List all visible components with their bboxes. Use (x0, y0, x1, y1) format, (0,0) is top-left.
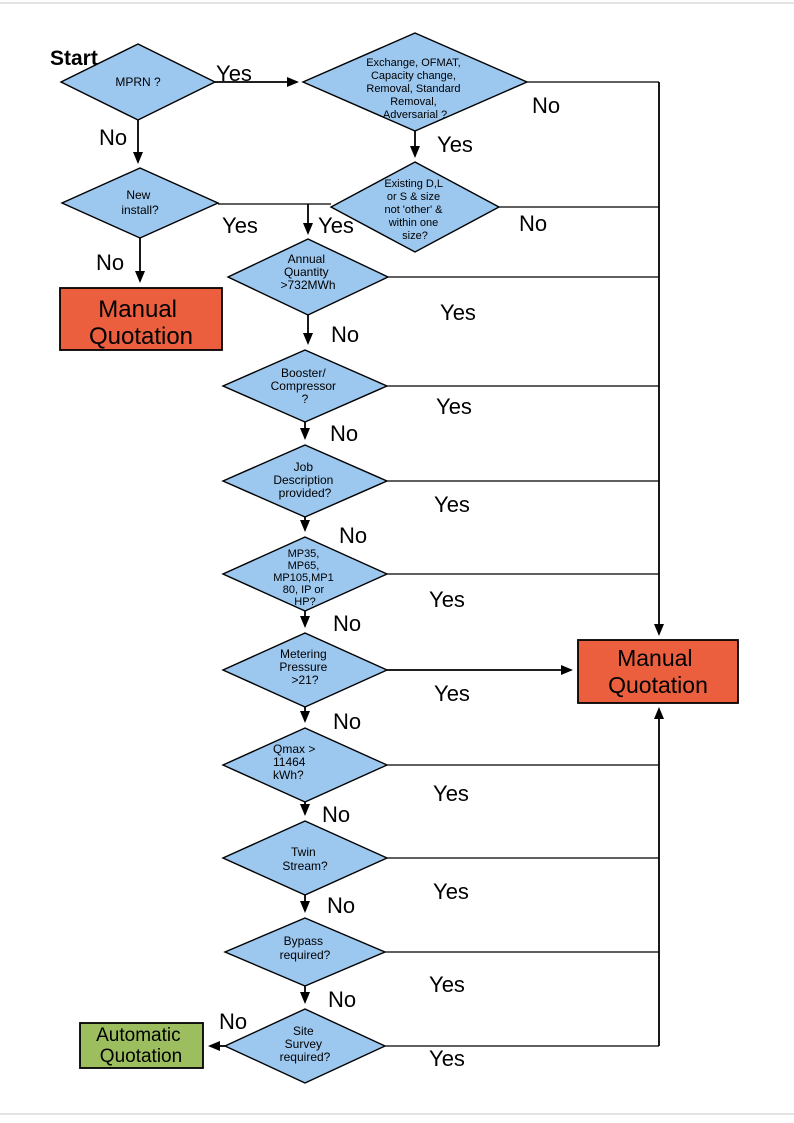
decision-exchange (301, 32, 529, 132)
decision-metering-pressure (221, 632, 389, 708)
edge-label-mprn-yes: Yes (216, 61, 252, 86)
decision-booster-compressor (221, 349, 389, 423)
decision-metering-pressure-label: Metering Pressure >21? (279, 647, 330, 687)
edge-label-newinstall-no: No (96, 250, 124, 275)
decision-site-survey (223, 1008, 387, 1084)
decision-twin-stream (221, 820, 389, 896)
terminator-automatic-quotation (79, 1022, 204, 1069)
edge-label-sitesurvey-yes: Yes (429, 1046, 465, 1071)
connectors (133, 77, 664, 1051)
edge-label-booster-yes: Yes (436, 394, 472, 419)
decision-job-description-label: Job Description provided? (273, 460, 336, 500)
manual-quotation-right-label: Manual Quotation (608, 645, 708, 698)
edge-label-job-yes: Yes (434, 492, 470, 517)
edge-label-metering-no: No (333, 709, 361, 734)
decision-shapes (59, 32, 529, 1084)
decision-qmax (221, 727, 389, 803)
decision-new-install-label: New install? (121, 188, 159, 217)
edge-label-annual-no: No (331, 322, 359, 347)
edge-label-twin-yes: Yes (433, 879, 469, 904)
decision-booster-compressor-label: Booster/ Compressor ? (271, 366, 340, 406)
edge-label-newinstall-yes: Yes (222, 213, 258, 238)
edge-label-booster-no: No (330, 421, 358, 446)
edge-label-existing-no: No (519, 211, 547, 236)
edge-label-mp35-yes: Yes (429, 587, 465, 612)
edge-label-bypass-no: No (328, 987, 356, 1012)
decision-twin-stream-label: Twin Stream? (282, 845, 328, 873)
edge-label-sitesurvey-no: No (219, 1009, 247, 1034)
decision-bypass-label: Bypass required? (280, 934, 331, 962)
process-manual-quotation-right (577, 639, 739, 704)
decision-mprn (59, 43, 217, 121)
decision-pressure-tier (221, 536, 389, 612)
decision-qmax-label: Qmax > 11464 kWh? (273, 742, 319, 782)
edge-labels: Yes No Yes No Yes No Yes No Yes No Yes N… (96, 61, 560, 1071)
process-manual-quotation-left (59, 287, 223, 351)
edge-label-exchange-yes: Yes (437, 132, 473, 157)
decision-bypass (223, 917, 387, 987)
edge-label-twin-no: No (327, 893, 355, 918)
edge-label-mp35-no: No (333, 611, 361, 636)
decision-annual-quantity-label: Annual Quantity >732MWh (280, 252, 335, 292)
edge-label-qmax-no: No (322, 802, 350, 827)
edge-label-job-no: No (339, 523, 367, 548)
edge-label-exchange-no: No (532, 93, 560, 118)
decision-pressure-tier-label: MP35, MP65, MP105,MP1 80, IP or HP? (273, 548, 337, 608)
decision-exchange-label: Exchange, OFMAT, Capacity change, Remova… (366, 57, 464, 121)
edge-label-bypass-yes: Yes (429, 972, 465, 997)
edge-label-annual-yes: Yes (440, 300, 476, 325)
decision-annual-quantity (226, 238, 390, 316)
edge-label-mprn-no: No (99, 125, 127, 150)
decision-existing-size (329, 161, 501, 253)
decision-site-survey-label: Site Survey required? (280, 1024, 331, 1064)
decision-job-description (221, 444, 389, 518)
manual-quotation-left-label: Manual Quotation (89, 296, 193, 350)
edge-label-existing-yes: Yes (318, 213, 354, 238)
decision-new-install (60, 167, 220, 239)
edge-label-qmax-yes: Yes (433, 781, 469, 806)
edge-label-metering-yes: Yes (434, 681, 470, 706)
decision-mprn-label: MPRN ? (115, 75, 161, 89)
start-label: Start (50, 47, 98, 70)
decision-existing-size-label: Existing D,L or S & size not 'other' & w… (384, 178, 445, 242)
automatic-quotation-label: Automatic Quotation (96, 1025, 186, 1067)
